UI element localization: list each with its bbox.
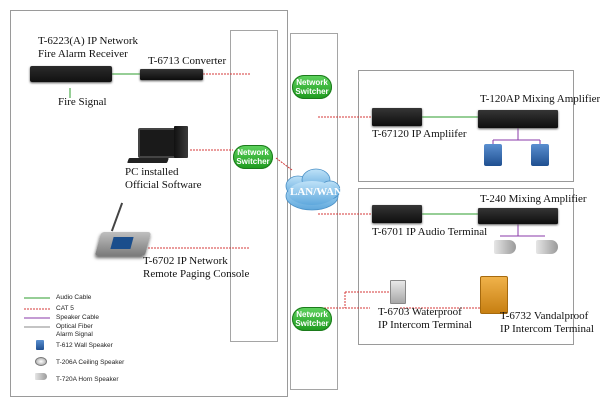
vandalproof-terminal-label: T-6732 Vandalproof IP Intercom Terminal [500,310,594,335]
mixing-amplifier-1-label: T-120AP Mixing Amplifier [480,93,600,105]
left-switch-rack [230,30,278,342]
fire-receiver-device [30,66,112,82]
ip-audio-terminal-device [372,205,422,223]
fire-signal-label: Fire Signal [58,96,107,108]
wall-speaker-icon [484,144,502,166]
legend-cat5: CAT 5 [56,305,74,312]
legend-wall-speaker-icon [36,340,44,350]
pc-label: PC installed Official Software [125,166,202,191]
legend-speaker-cable: Speaker Cable [56,314,99,321]
paging-console-label: T-6702 IP Network Remote Paging Console [143,255,250,280]
mixing-amplifier-2-label: T-240 Mixing Amplifier [480,193,587,205]
network-switch-top-right: Network Switcher [292,75,332,99]
ip-amplifier-label: T-67120 IP Ampliifer [372,128,467,140]
legend-optical-fiber: Optical Fiber [56,323,93,330]
network-switch-bottom-right: Network Switcher [292,307,332,331]
waterproof-terminal-device [390,280,406,304]
waterproof-terminal-label: T-6703 Waterproof IP Intercom Terminal [378,306,472,331]
ip-audio-terminal-label: T-6701 IP Audio Terminal [372,226,488,238]
legend-ceiling-speaker-icon [35,357,47,366]
legend-ceiling-speaker: T-206A Ceiling Speaker [56,359,125,366]
horn-speaker-icon [536,240,558,254]
lan-wan-label: LAN/WAN [290,186,342,198]
legend-horn-speaker-icon [35,373,47,380]
network-switch-left: Network Switcher [233,145,273,169]
legend-wall-speaker: T-612 Wall Speaker [56,342,113,349]
converter-label: T-6713 Converter [148,55,227,67]
mixing-amplifier-2-device [478,208,558,224]
mixing-amplifier-1-device [478,110,558,128]
legend-audio-cable: Audio Cable [56,294,92,301]
horn-speaker-icon [494,240,516,254]
legend-alarm-signal: Alarm Signal [56,331,93,338]
fire-receiver-label: T-6223(A) IP Network Fire Alarm Receiver [38,35,139,60]
pc-tower-icon [174,126,188,158]
wall-speaker-icon [531,144,549,166]
vandalproof-terminal-device [480,276,508,314]
ip-amplifier-device [372,108,422,126]
converter-device [140,69,203,80]
legend-horn-speaker: T-720A Horn Speaker [56,376,119,383]
